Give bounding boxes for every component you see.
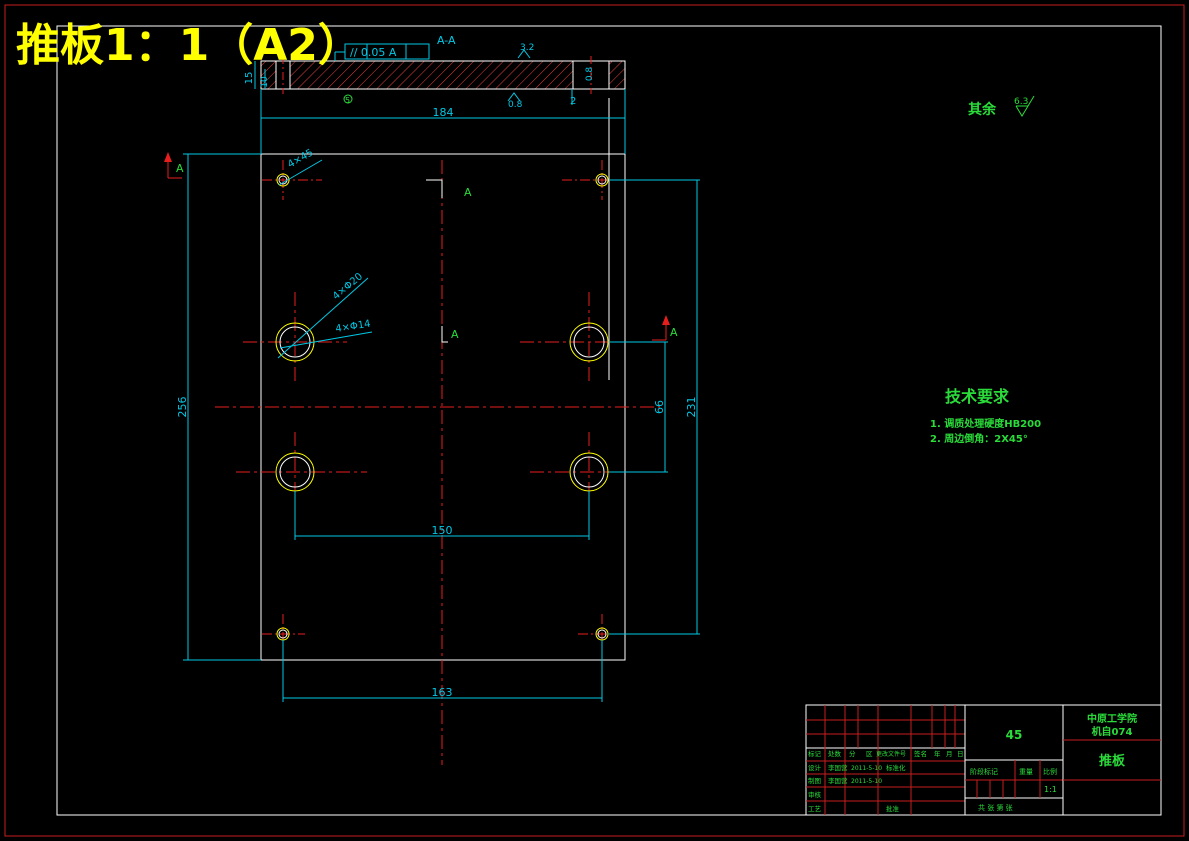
tech-req-heading: 技术要求 <box>945 387 1010 406</box>
tb-approve-label: 批准 <box>886 804 900 813</box>
tolerance-frame-text: // 0.05 A <box>350 46 397 59</box>
section-hatch <box>260 60 626 90</box>
tb-draw-label: 制图 <box>808 776 821 785</box>
roughness-bottom: 0.8 <box>508 100 523 110</box>
tb-scale-label: 比例 <box>1043 767 1057 776</box>
tb-school-1: 中原工学院 <box>1087 712 1137 725</box>
section-dim-10: 10 <box>260 76 270 88</box>
tb-hdr-1: 处数 <box>828 749 842 758</box>
title-block-text: 45 中原工学院 机自074 推板 阶段标记 重量 比例 1:1 共 张 第 张… <box>808 712 1137 813</box>
tb-hdr-4: 更改文件号 <box>876 750 906 758</box>
section-label-mid: A <box>451 328 459 341</box>
dim-bore-span-v: 66 <box>653 400 666 414</box>
tech-req-item-1: 1. 调质处理硬度HB200 <box>930 417 1041 430</box>
tb-hdr-3: 区 <box>866 750 873 758</box>
tb-school-2: 机自074 <box>1092 725 1133 738</box>
section-view: 15 10 // 0.05 A A-A 3.2 0.8 2 0.8 5 <box>244 34 626 110</box>
tb-design-date: 2011-5-10 <box>851 765 882 772</box>
tb-std-label: 标准化 <box>886 763 906 772</box>
callout-hole: 4×Φ14 <box>335 319 372 335</box>
callout-chamfer: 4×45 <box>286 147 315 170</box>
bore-tr <box>520 292 635 382</box>
inner-frame <box>56 25 1162 816</box>
tb-draw-date: 2011-5-10 <box>851 778 882 785</box>
rest-roughness-label: 其余 <box>968 101 997 118</box>
arrow-label-right: A <box>670 326 678 339</box>
bore-bl <box>236 432 367 512</box>
tb-hdr-7: 月 <box>946 750 953 758</box>
dim-hole-span-h: 163 <box>432 686 453 699</box>
section-dim-2: 2 <box>570 96 576 107</box>
tb-hdr-0: 标记 <box>808 749 822 758</box>
dim-bore-span-h: 150 <box>432 524 453 537</box>
tech-req-item-2: 2. 周边倒角：2X45° <box>930 432 1028 445</box>
tb-hdr-5: 签名 <box>914 749 927 758</box>
tb-design-label: 设计 <box>808 763 822 772</box>
arrow-label-left: A <box>176 162 184 175</box>
section-ref-label: A-A <box>437 34 456 47</box>
tb-material: 45 <box>1006 728 1023 742</box>
tb-hdr-6: 年 <box>934 749 941 758</box>
small-hole-tl <box>262 160 322 200</box>
tb-scale-value: 1:1 <box>1044 785 1057 794</box>
tb-check-label: 审核 <box>808 790 822 799</box>
notes: 其余 6.3 技术要求 1. 调质处理硬度HB200 2. 周边倒角：2X45° <box>930 95 1041 445</box>
plan-view: A A A A 184 256 231 66 150 <box>164 89 700 765</box>
tb-stage-label: 阶段标记 <box>970 767 998 776</box>
tb-hdr-8: 日 <box>957 750 964 758</box>
tb-sheet-info: 共 张 第 张 <box>978 803 1013 812</box>
section-dim-08: 0.8 <box>585 67 595 82</box>
section-label-top: A <box>464 186 472 199</box>
dim-height: 256 <box>176 397 189 418</box>
outer-frame <box>4 4 1185 837</box>
dim-hole-span-v: 231 <box>685 397 698 418</box>
dim-width: 184 <box>433 106 454 119</box>
roughness-top: 3.2 <box>520 43 534 53</box>
section-mark: 5 <box>345 96 350 105</box>
tb-weight-label: 重量 <box>1019 768 1033 776</box>
tb-part-name: 推板 <box>1099 753 1126 769</box>
tb-design-name: 李国营 <box>828 763 848 772</box>
section-dim-15: 15 <box>244 72 255 85</box>
sheet-title: 推板1：1（A2） <box>16 20 362 71</box>
title-block <box>805 704 1162 816</box>
tb-draw-name: 李国营 <box>828 776 848 785</box>
callout-bore: 4×Φ20 <box>331 271 365 302</box>
tb-hdr-2: 分 <box>849 749 856 758</box>
tb-process-label: 工艺 <box>808 805 822 813</box>
bore-tl <box>243 292 347 382</box>
small-hole-tr <box>562 160 625 200</box>
rest-roughness-value: 6.3 <box>1014 97 1028 107</box>
